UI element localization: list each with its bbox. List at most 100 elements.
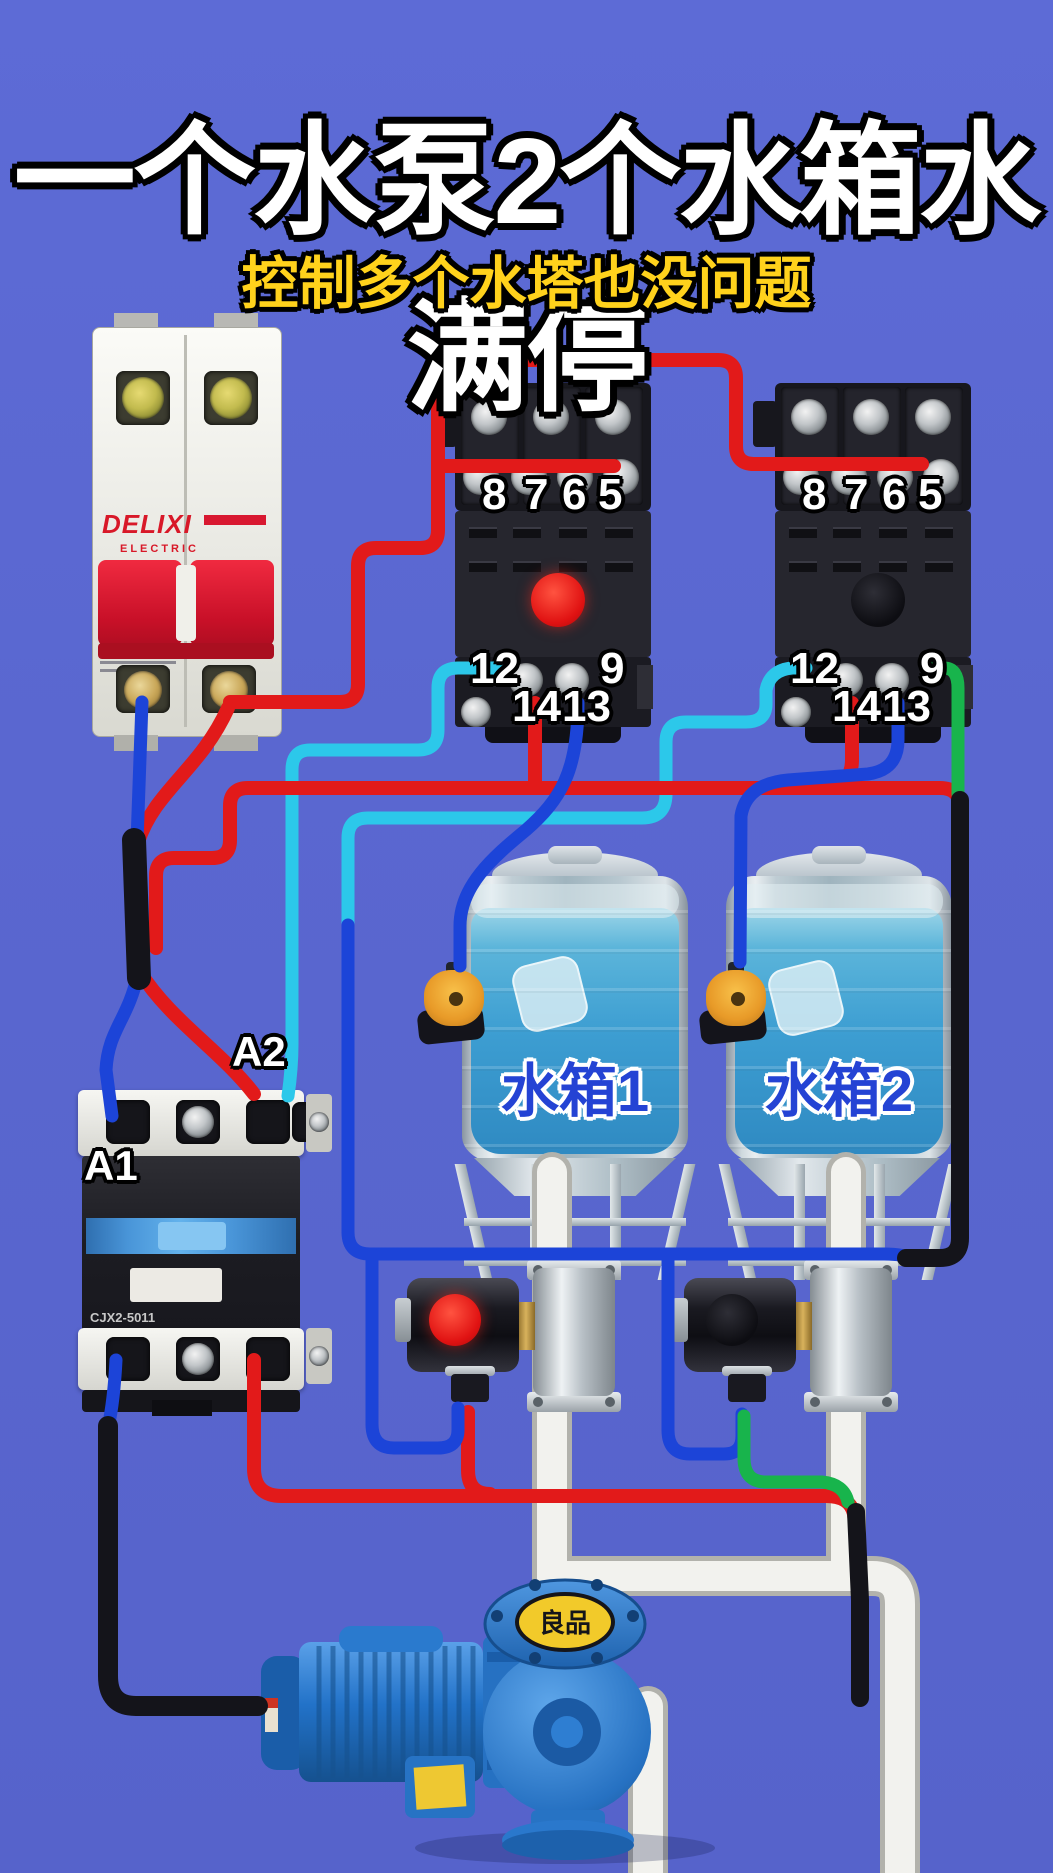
relay-indicator-light — [531, 573, 585, 627]
relay-screw — [471, 399, 507, 435]
cable-black-breaker-sheath — [122, 828, 151, 990]
valve-stem — [451, 1374, 489, 1402]
contactor-body — [82, 1156, 300, 1356]
relay2-terminal-7: 7 — [844, 470, 869, 519]
contactor-bottom-bump — [152, 1400, 212, 1416]
valve-coil-cap — [395, 1298, 411, 1342]
contactor-side-tab — [306, 1328, 332, 1384]
pump-motor-fins — [316, 1646, 476, 1778]
relay2-terminal-13: 13 — [882, 682, 931, 731]
pump-base-disc — [502, 1830, 634, 1860]
tank1-label: 水箱1 — [500, 1059, 650, 1124]
contactor: CJX2-5011 — [66, 1032, 334, 1418]
relay-mount-tab — [753, 401, 777, 447]
relay2-terminal-8: 8 — [802, 470, 827, 519]
solenoid-valve-2 — [672, 1258, 898, 1416]
contactor-terminal — [246, 1100, 290, 1144]
tank-glass-band — [735, 884, 943, 918]
cable-black-right — [897, 791, 969, 1267]
valve-stem-ring — [445, 1366, 495, 1376]
relay2-terminal-5: 5 — [918, 470, 943, 519]
pump-motor-hump — [339, 1626, 443, 1652]
relay2-terminal-12: 12 — [790, 644, 839, 693]
breaker-seam — [184, 335, 187, 727]
wire-red-valve1 — [461, 1405, 497, 1501]
relay-screw — [875, 663, 909, 697]
breaker-screw — [210, 377, 252, 419]
tank-water — [735, 908, 943, 1154]
breaker-bottom-tab — [214, 735, 258, 751]
water-tank-1 — [454, 846, 696, 1282]
wire-blue-relay2-13-to-float2 — [733, 696, 905, 969]
float-switch-hole — [449, 992, 463, 1006]
contactor-a1-label: A1 — [84, 1142, 138, 1189]
valve-body — [533, 1268, 615, 1396]
relay-screw — [829, 663, 863, 697]
relay2-terminal-14: 14 — [832, 682, 881, 731]
valve-brass-fitting — [794, 1302, 812, 1350]
valve-indicator-light — [429, 1294, 481, 1346]
wire-cyan-relay1-to-a2 — [281, 661, 504, 1103]
tank2-label: 水箱2 — [764, 1059, 914, 1124]
breaker-red-bar — [204, 515, 266, 525]
pump-svg: 良品 — [261, 1578, 715, 1864]
breaker-handle-left — [98, 560, 182, 646]
relay-screw — [461, 697, 491, 727]
relay-terminal-strip-top — [775, 383, 971, 511]
solenoid-valve-1 — [395, 1258, 621, 1416]
contactor-switch-handle — [158, 1222, 226, 1250]
breaker-handle-slot — [176, 565, 196, 641]
contactor-screw — [182, 1343, 214, 1375]
relay1-terminal-6: 6 — [562, 470, 587, 519]
wire-red-breaker-drop — [131, 701, 235, 849]
wire-blue-relay1-13-to-float1 — [453, 696, 585, 973]
relay-side-tab — [637, 665, 653, 709]
contactor-a2-label: A2 — [232, 1028, 286, 1075]
pump-badge-text: 良品 — [539, 1608, 591, 1638]
relay-screw — [509, 663, 543, 697]
valve-body — [810, 1268, 892, 1396]
pipe-manifold — [551, 1561, 915, 1873]
wire-blue-valve2-loop — [661, 1247, 749, 1461]
relay1-terminal-8: 8 — [482, 470, 507, 519]
relay1-terminal-14: 14 — [512, 682, 561, 731]
breaker-brand: DELIXI — [102, 509, 192, 539]
contactor-screw — [182, 1106, 214, 1138]
wire-green-relay2-9 — [921, 661, 965, 801]
breaker-screw — [122, 377, 164, 419]
tank-water — [471, 908, 679, 1154]
valve-stem — [728, 1374, 766, 1402]
relay-screw — [781, 697, 811, 727]
tank-cap — [812, 846, 866, 864]
relay1-terminal-5: 5 — [598, 470, 623, 519]
tank-rings — [462, 876, 688, 1164]
relay-indicator-dark — [851, 573, 905, 627]
wire-red-contactor-out — [247, 1353, 865, 1555]
valve-stem-ring — [722, 1366, 772, 1376]
tank-cone — [474, 1158, 676, 1196]
contactor-model: CJX2-5011 — [90, 1310, 156, 1325]
float-switch-1 — [416, 962, 492, 1046]
circuit-breaker: DELIXI ELECTRIC DZ47s C63 CCC 33 — [88, 313, 284, 751]
relay2-terminal-9: 9 — [920, 644, 945, 693]
float-switch-hole — [731, 992, 745, 1006]
pump-junction-label — [413, 1764, 467, 1810]
wire-red-to-contactor — [133, 965, 261, 1101]
tank-body — [462, 876, 688, 1164]
wire-blue-valve1-loop — [365, 1247, 465, 1455]
relay1-terminal-9: 9 — [600, 644, 625, 693]
valve-coil-cap — [672, 1298, 688, 1342]
cable-black-valve-junction — [847, 1503, 869, 1707]
valve-brass-fitting — [517, 1302, 535, 1350]
relay-screw — [915, 399, 951, 435]
wire-green-valve2 — [737, 1409, 855, 1509]
relay1-terminal-12: 12 — [470, 644, 519, 693]
page-subtitle: 控制多个水塔也没问题 — [241, 252, 812, 316]
breaker-spec-line — [100, 661, 176, 664]
tank-glass-band — [471, 884, 679, 918]
breaker-handle-right — [190, 560, 274, 646]
water-pump: 良品 — [235, 1552, 815, 1873]
tank-cap — [548, 846, 602, 864]
relay-screw — [791, 399, 827, 435]
